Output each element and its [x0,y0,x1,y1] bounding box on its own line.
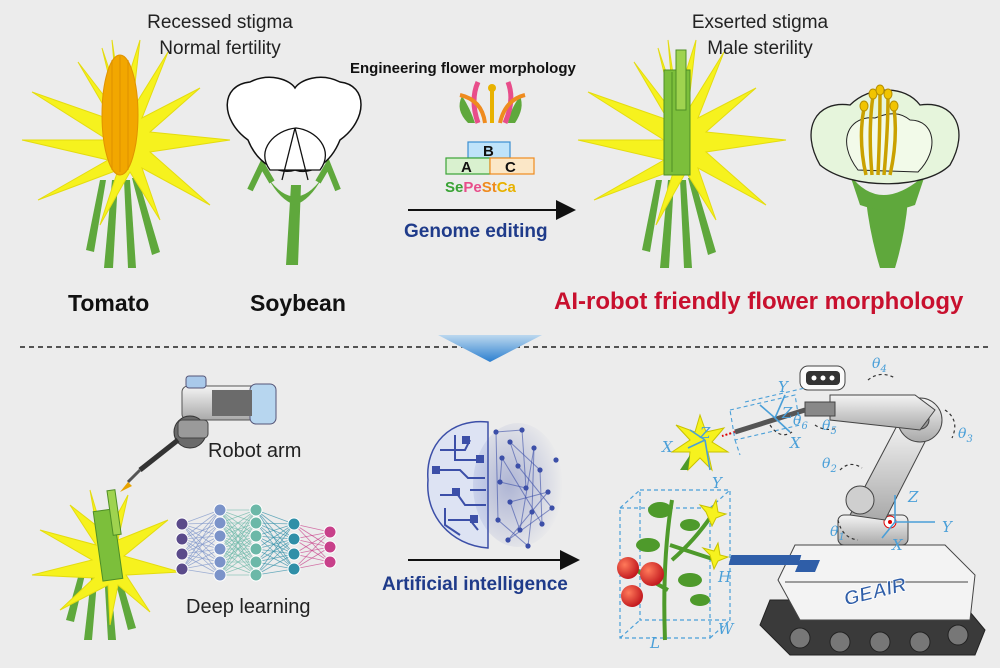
axis-label: Z [699,424,711,442]
tomato-flower-small [31,489,181,640]
axis-label: Y [778,378,790,396]
theta-label: θ1 [830,524,845,543]
abc-model-icon [445,80,535,175]
open-flower-exserted [810,84,960,268]
axis-label: Z [781,404,793,422]
theta-label: θ2 [822,456,837,475]
nn-node [249,516,263,530]
organ-label: Ca [497,179,517,196]
nn-node [287,517,301,531]
abc-letters: B A C [461,143,516,176]
nn-node [287,547,301,561]
engineering-title: Engineering flower morphology [350,60,576,77]
neuron-dot [553,457,559,463]
abc-label-c: C [505,159,516,176]
neuron-dot [549,505,555,511]
neuron-dot [531,445,537,451]
neuron-dot [529,509,535,515]
axis-label: X [891,536,904,554]
tomato-flower-exserted [577,39,787,268]
neuron-dot [539,521,545,527]
neuron-dot [523,485,529,491]
nn-node [323,555,337,569]
robot-arm-icon [120,375,277,492]
theta-label: θ4 [872,356,887,375]
dimension-labels: H W L [649,568,735,652]
axis-label: X [789,434,802,452]
theta-label: θ3 [958,426,973,445]
nn-node [213,555,227,569]
organ-label: St [482,179,497,196]
ai-brain-icon [427,420,563,549]
abc-label-b: B [483,143,494,160]
deep-learning-label: Deep learning [186,596,311,618]
neuron-dot [537,467,543,473]
exserted-caption: Exserted stigma Male sterility [650,10,870,62]
neuron-dot [493,429,499,435]
neuron-dot [517,527,523,533]
neural-network-icon [175,503,337,582]
axis-label: Y [712,474,724,492]
neuron-dot [495,517,501,523]
soybean-label: Soybean [250,290,346,316]
theta-label: θ5 [822,418,837,437]
axis-label: X [661,438,674,456]
nn-node [213,568,227,582]
nn-node [323,525,337,539]
organ-labels: SePeStCa [445,179,517,196]
theta-labels: θ4 θ3 θ5 θ6 θ2 θ1 [793,356,973,543]
neuron-dot [497,479,503,485]
abc-label-a: A [461,159,472,176]
dimension-label: W [718,620,735,638]
nn-node [175,532,189,546]
exserted-caption-line2: Male sterility [707,38,813,59]
nn-node [249,542,263,556]
recessed-caption-line2: Normal fertility [159,38,281,59]
neuron-dot [505,537,511,543]
robot-arm-label: Robot arm [208,440,302,462]
neuron-dot [545,489,551,495]
nn-node [213,529,227,543]
dimension-label: H [717,568,732,586]
tomato-plant-workspace [617,489,731,641]
tomato-flower-recessed [21,39,231,268]
neuron-dot [515,463,521,469]
down-arrow [438,335,542,362]
nn-node [287,562,301,576]
organ-label: Pe [463,179,481,196]
nn-node [249,555,263,569]
dimension-label: L [649,634,660,652]
nn-node [213,503,227,517]
exserted-caption-line1: Exserted stigma [691,12,829,33]
nn-node [249,503,263,517]
neuron-dot [499,455,505,461]
recessed-caption: Recessed stigma Normal fertility [110,10,330,62]
neuron-dot [519,427,525,433]
axis-label: Z [907,488,919,506]
nn-node [213,542,227,556]
nn-node [175,517,189,531]
tomato-label: Tomato [68,290,150,316]
organ-label: Se [445,179,463,196]
nn-node [249,529,263,543]
theta-label: θ6 [793,413,808,432]
nn-node [249,568,263,582]
nn-node [175,562,189,576]
ai-friendly-headline: AI-robot friendly flower morphology [554,288,964,315]
nn-node [175,547,189,561]
soybean-flower [226,76,362,265]
neuron-dot [525,543,531,549]
nn-node [323,540,337,554]
nn-node [287,532,301,546]
neuron-dot [507,439,513,445]
ai-label: Artificial intelligence [382,574,568,595]
recessed-caption-line1: Recessed stigma [147,12,293,33]
gear-robot [687,365,986,656]
neuron-dot [507,499,513,505]
axis-label: Y [942,518,954,536]
nn-node [213,516,227,530]
genome-editing-label: Genome editing [404,221,548,242]
